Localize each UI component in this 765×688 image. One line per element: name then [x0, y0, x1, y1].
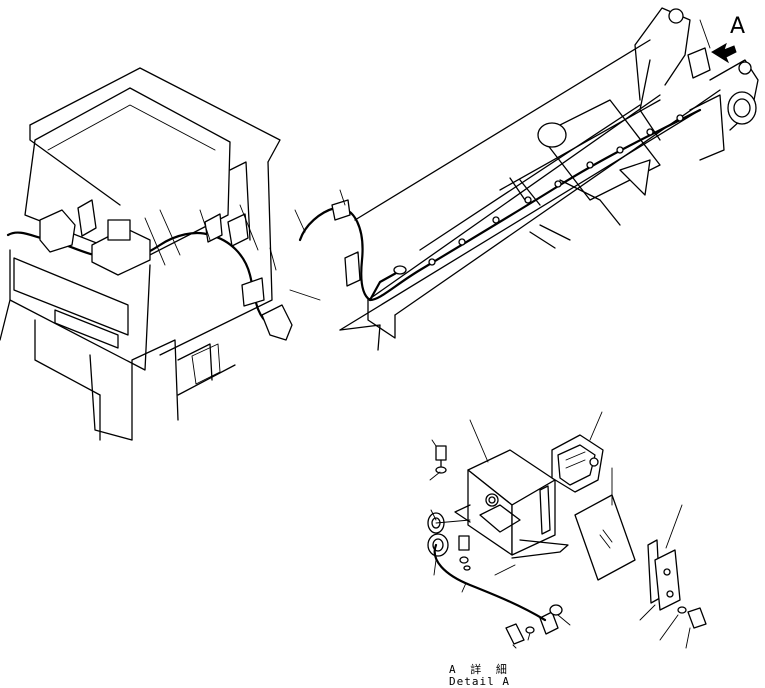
view-marker-letter: A — [730, 14, 746, 39]
detail-caption-english: Detail A — [449, 675, 510, 688]
detail-caption-japanese: A 詳 細 — [449, 663, 511, 676]
boom — [294, 7, 759, 351]
detail-a-assembly — [427, 411, 707, 649]
cab — [0, 67, 321, 441]
